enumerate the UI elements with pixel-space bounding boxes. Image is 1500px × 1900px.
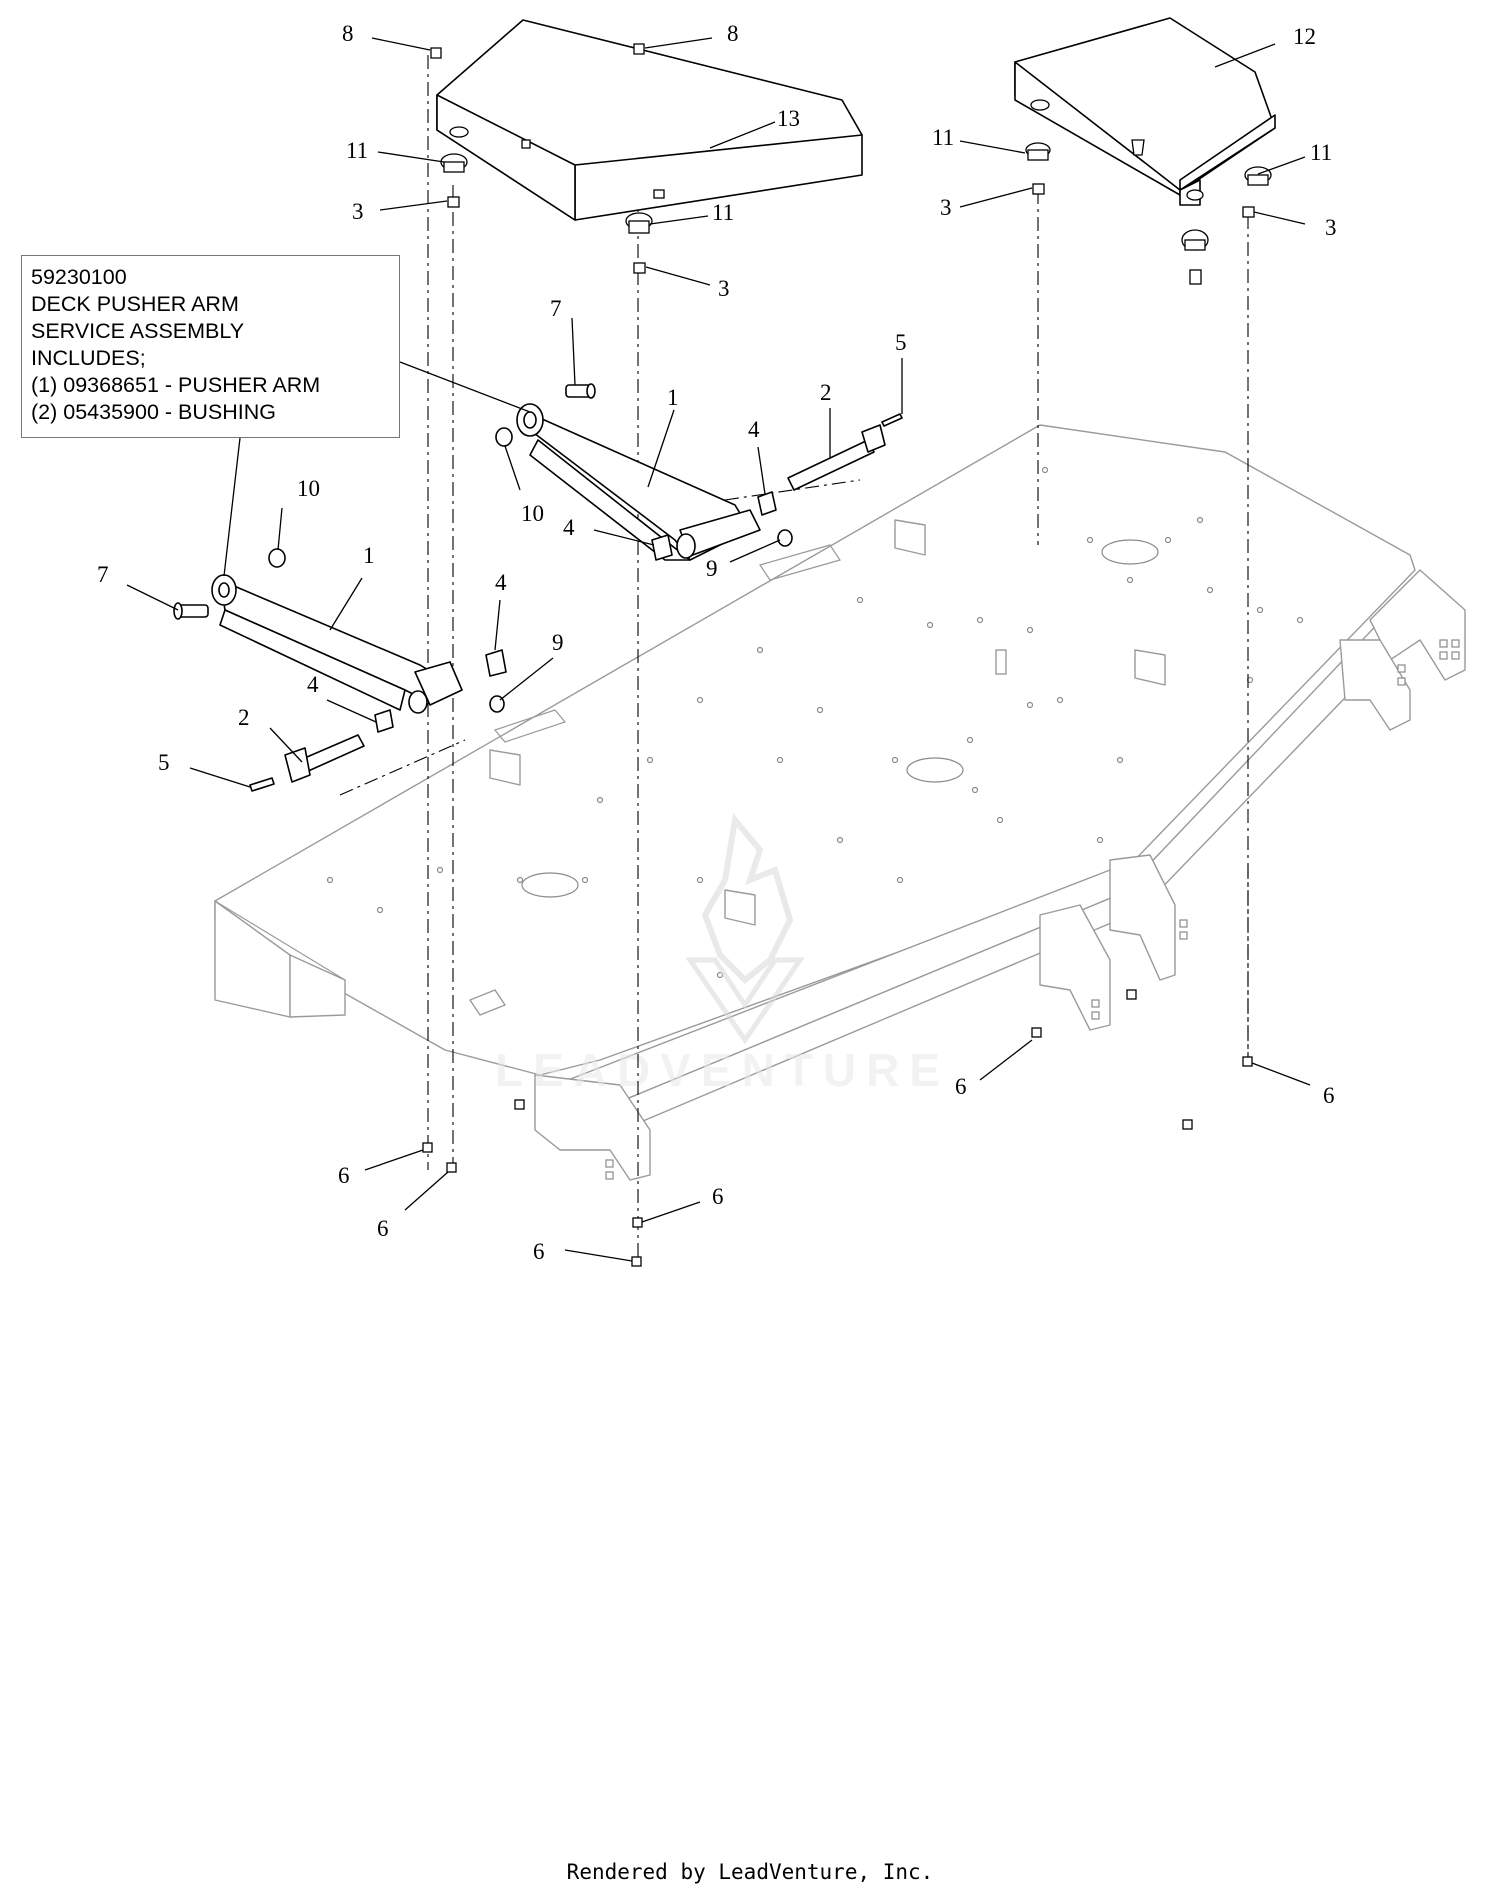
callout-7: 7: [550, 296, 562, 321]
callout-6: 6: [955, 1074, 967, 1099]
callout-3: 3: [352, 199, 364, 224]
note-line: DECK PUSHER ARM: [31, 292, 239, 316]
callout-3: 3: [1325, 215, 1337, 240]
callout-8: 8: [727, 21, 739, 46]
callout-2: 2: [820, 380, 832, 405]
callout-5: 5: [158, 750, 170, 775]
note-line: (1) 09368651 - PUSHER ARM: [31, 373, 321, 397]
callout-6: 6: [533, 1239, 545, 1264]
callout-4: 4: [563, 515, 575, 540]
callout-4: 4: [307, 672, 319, 697]
callout-10: 10: [297, 476, 320, 501]
mower-deck: [214, 424, 1466, 1181]
callout-8: 8: [342, 21, 354, 46]
footer-credit: Rendered by LeadVenture, Inc.: [566, 1860, 934, 1884]
callout-9: 9: [706, 556, 718, 581]
pusher-arm-upper: [495, 383, 903, 561]
callout-6: 6: [338, 1163, 350, 1188]
note-line: SERVICE ASSEMBLY: [31, 319, 245, 343]
pusher-arm-lower: [173, 548, 507, 792]
callout-5: 5: [895, 330, 907, 355]
callout-6: 6: [377, 1216, 389, 1241]
callout-11: 11: [712, 200, 734, 225]
note-part-number: 59230100: [31, 265, 127, 289]
callout-11: 11: [932, 125, 954, 150]
callout-12: 12: [1293, 24, 1316, 49]
watermark-text: LEADVENTURE: [495, 1044, 950, 1096]
callout-1: 1: [363, 543, 375, 568]
leader-lines: [126, 37, 1311, 1262]
callout-11: 11: [1310, 140, 1332, 165]
callout-10: 10: [521, 501, 544, 526]
callout-9: 9: [552, 630, 564, 655]
callout-2: 2: [238, 705, 250, 730]
watermark-logo: LEADVENTURE: [495, 813, 950, 1096]
callout-6: 6: [712, 1184, 724, 1209]
mount-hardware: [422, 43, 1272, 1267]
callout-4: 4: [495, 570, 507, 595]
note-line: INCLUDES;: [31, 346, 146, 370]
callout-7: 7: [97, 562, 109, 587]
callout-1: 1: [667, 385, 679, 410]
callout-6: 6: [1323, 1083, 1335, 1108]
service-assembly-note: 59230100 DECK PUSHER ARM SERVICE ASSEMBL…: [21, 255, 400, 438]
cover-13: [436, 19, 863, 221]
callout-3: 3: [718, 276, 730, 301]
callouts: 8 8 13 12 11 11 11 11 3 3 3 3 7 7 5 5 2 …: [97, 21, 1337, 1264]
callout-4: 4: [748, 417, 760, 442]
callout-11: 11: [346, 138, 368, 163]
callout-13: 13: [777, 106, 800, 131]
callout-3: 3: [940, 195, 952, 220]
cover-12: [1014, 17, 1276, 206]
note-line: (2) 05435900 - BUSHING: [31, 400, 276, 424]
